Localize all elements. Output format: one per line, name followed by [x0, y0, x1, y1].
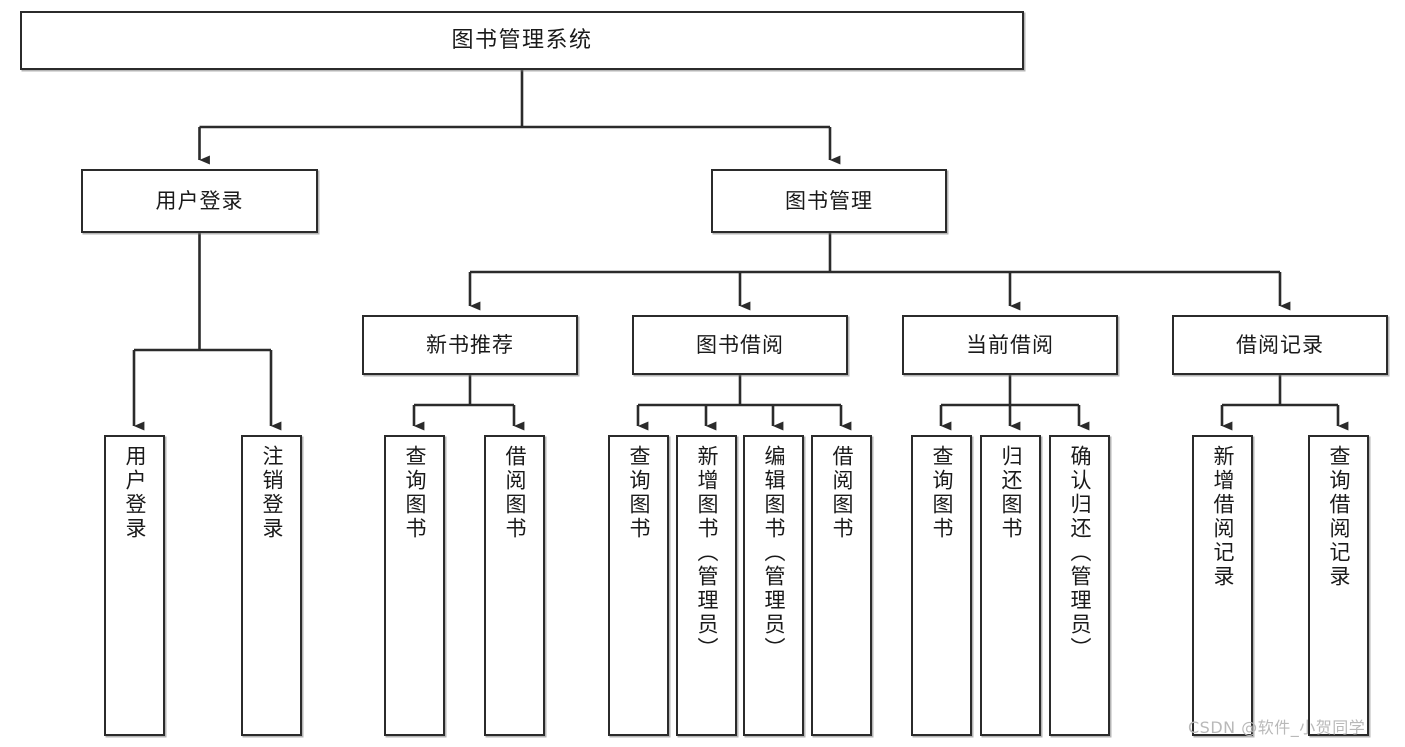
node-book-borrow[interactable]: 图书借阅 [632, 315, 848, 375]
node-label: 借阅记录 [1236, 332, 1324, 357]
leaf-current-query-book[interactable]: 查询图书 [911, 435, 972, 736]
leaf-borrow-edit-book-admin[interactable]: 编辑图书（管理员） [743, 435, 804, 736]
node-label: 借阅图书 [503, 445, 527, 541]
node-label: 查询图书 [403, 445, 427, 541]
node-label: 借阅图书 [830, 445, 854, 541]
leaf-current-return-book[interactable]: 归还图书 [980, 435, 1041, 736]
node-root-system[interactable]: 图书管理系统 [20, 11, 1024, 70]
node-label: 确认归还（管理员） [1068, 445, 1092, 661]
leaf-borrow-query-book[interactable]: 查询图书 [608, 435, 669, 736]
leaf-record-query-borrow-record[interactable]: 查询借阅记录 [1308, 435, 1369, 736]
leaf-current-confirm-return-admin[interactable]: 确认归还（管理员） [1049, 435, 1110, 736]
node-current-borrow[interactable]: 当前借阅 [902, 315, 1118, 375]
node-label: 当前借阅 [966, 332, 1054, 357]
leaf-logout[interactable]: 注销登录 [241, 435, 302, 736]
node-label: 查询借阅记录 [1327, 445, 1351, 589]
leaf-record-add-borrow-record[interactable]: 新增借阅记录 [1192, 435, 1253, 736]
node-label: 新书推荐 [426, 332, 514, 357]
node-label: 新增借阅记录 [1211, 445, 1235, 589]
node-label: 用户登录 [123, 445, 147, 541]
leaf-borrow-borrow-book[interactable]: 借阅图书 [811, 435, 872, 736]
node-label: 图书管理 [785, 188, 873, 213]
node-new-book-recommend[interactable]: 新书推荐 [362, 315, 578, 375]
node-label: 新增图书（管理员） [695, 445, 719, 661]
node-label: 图书借阅 [696, 332, 784, 357]
leaf-borrow-add-book-admin[interactable]: 新增图书（管理员） [676, 435, 737, 736]
node-label: 编辑图书（管理员） [762, 445, 786, 661]
node-book-management[interactable]: 图书管理 [711, 169, 947, 233]
node-label: 查询图书 [627, 445, 651, 541]
node-label: 用户登录 [155, 188, 244, 213]
leaf-newbook-query-book[interactable]: 查询图书 [384, 435, 445, 736]
node-borrow-record[interactable]: 借阅记录 [1172, 315, 1388, 375]
node-label: 图书管理系统 [451, 27, 593, 53]
node-label: 归还图书 [999, 445, 1023, 541]
csdn-watermark: CSDN @软件_小贺同学 [1188, 718, 1366, 737]
leaf-user-login[interactable]: 用户登录 [104, 435, 165, 736]
node-label: 查询图书 [930, 445, 954, 541]
leaf-newbook-borrow-book[interactable]: 借阅图书 [484, 435, 545, 736]
node-label: 注销登录 [260, 445, 284, 541]
node-user-login[interactable]: 用户登录 [81, 169, 318, 233]
